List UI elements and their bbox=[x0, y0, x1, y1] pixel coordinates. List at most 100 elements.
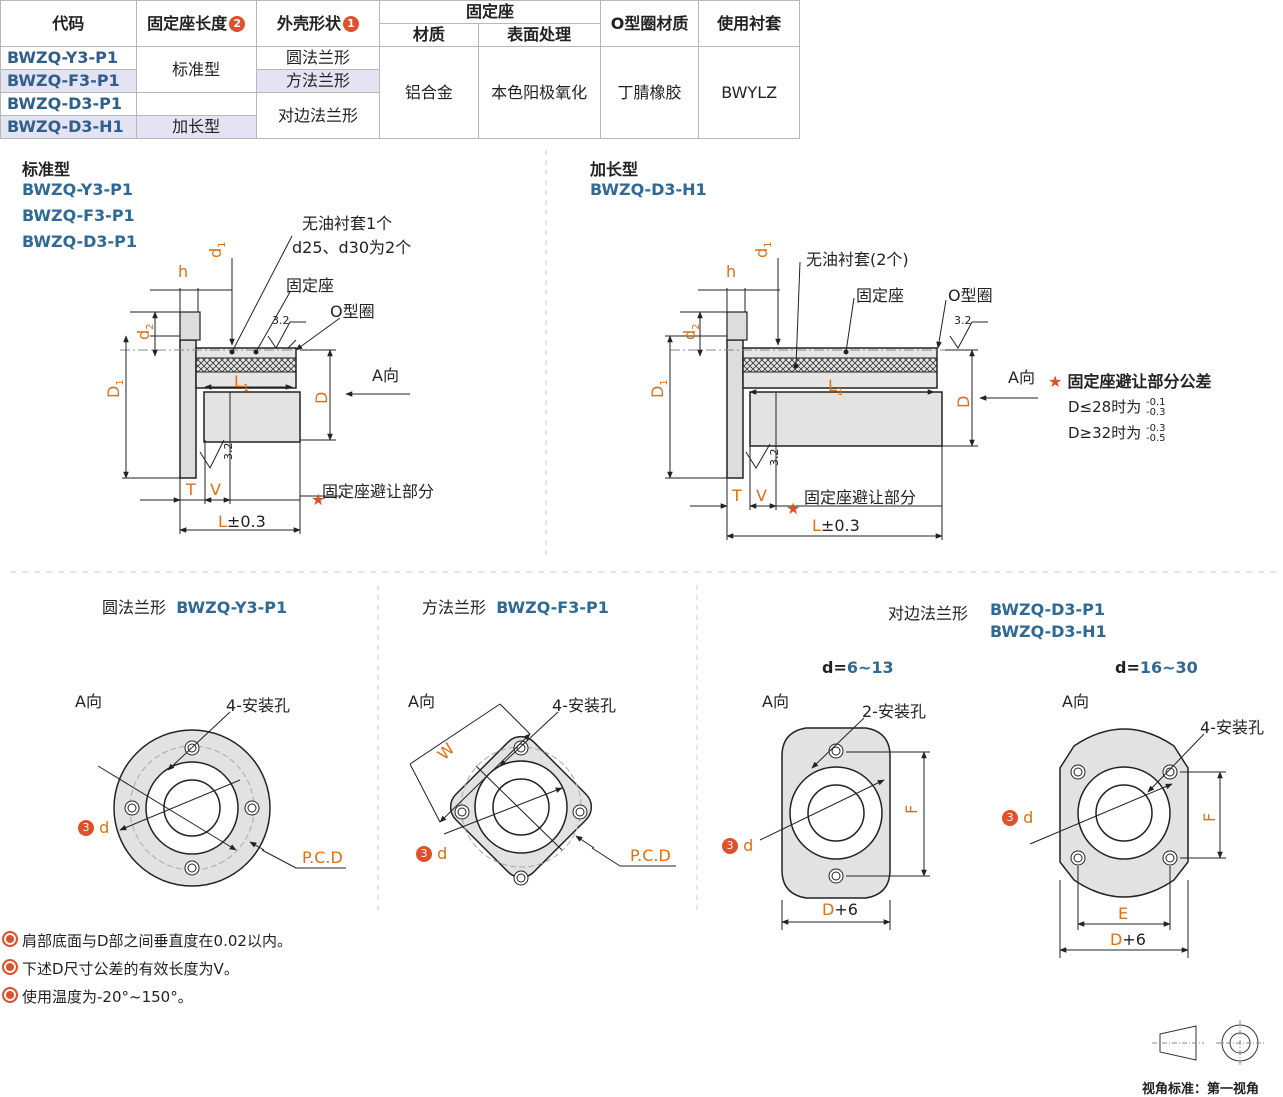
svg-text:★: ★ bbox=[311, 490, 325, 509]
tolerance-row-2: D≥32时为 -0.3-0.5 bbox=[1068, 422, 1166, 444]
round-title: 圆法兰形 BWZQ-Y3-P1 bbox=[102, 598, 288, 617]
shape-pair: 对边法兰形 bbox=[255, 92, 381, 139]
roughness-top: 3.2 bbox=[272, 314, 290, 327]
dim-L1: L1 bbox=[234, 372, 250, 395]
length-long: 加长型 bbox=[135, 115, 257, 139]
long-dim-L1: L1 bbox=[828, 376, 844, 399]
standard-code-3: BWZQ-D3-P1 bbox=[22, 232, 138, 251]
note-3: 使用温度为-20°~150°。 bbox=[2, 986, 193, 1007]
pair-small-dir-a: A向 bbox=[762, 692, 789, 711]
long-callout-bushing: 无油衬套(2个) bbox=[806, 250, 909, 269]
round-d: 3 d bbox=[76, 818, 109, 837]
long-dim-D: D bbox=[954, 395, 973, 408]
th-code: 代码 bbox=[0, 0, 137, 47]
callout-seat: 固定座 bbox=[286, 276, 335, 295]
dim-h: h bbox=[178, 262, 189, 281]
bushing-cell: BWYLZ bbox=[698, 46, 800, 139]
projection-symbol-icon bbox=[1152, 1020, 1264, 1066]
note-1: 肩部底面与D部之间垂直度在0.02以内。 bbox=[2, 930, 292, 951]
round-pcd: P.C.D bbox=[302, 848, 343, 867]
pair-code-1: BWZQ-D3-P1 bbox=[990, 600, 1106, 619]
round-dir-a: A向 bbox=[75, 692, 102, 711]
badge-2: 2 bbox=[229, 15, 246, 32]
relief-label: 固定座避让部分 bbox=[322, 482, 435, 501]
bullet-icon bbox=[2, 931, 18, 947]
code-cell: BWZQ-D3-P1 bbox=[0, 92, 137, 116]
standard-title: 标准型 bbox=[22, 160, 71, 179]
standard-side-view: ★ bbox=[120, 235, 410, 534]
square-d: 3 d bbox=[414, 844, 447, 863]
th-surface: 表面处理 bbox=[477, 23, 601, 47]
long-dim-L: L±0.3 bbox=[812, 516, 860, 535]
callout-bushing-note: d25、d30为2个 bbox=[292, 238, 412, 257]
bullet-icon bbox=[2, 959, 18, 975]
long-roughness-side: 3.2 bbox=[768, 448, 781, 467]
badge-1: 1 bbox=[342, 15, 359, 32]
pair-large-D6: D+6 bbox=[1110, 930, 1146, 949]
bullet-icon bbox=[2, 987, 18, 1003]
pair-title: 对边法兰形 bbox=[888, 604, 969, 623]
pair-flange-large-view bbox=[1029, 728, 1226, 958]
standard-code-2: BWZQ-F3-P1 bbox=[22, 206, 135, 225]
round-holes: 4-安装孔 bbox=[226, 696, 290, 715]
surface-cell: 本色阳极氧化 bbox=[477, 46, 601, 139]
svg-text:★: ★ bbox=[786, 499, 800, 518]
length-standard: 标准型 bbox=[135, 46, 257, 93]
long-callout-oring: O型圈 bbox=[948, 286, 993, 305]
code-cell: BWZQ-F3-P1 bbox=[0, 69, 137, 93]
square-holes: 4-安装孔 bbox=[552, 696, 616, 715]
long-title: 加长型 bbox=[590, 160, 639, 179]
direction-a: A向 bbox=[372, 366, 399, 385]
pair-large-F: F bbox=[1200, 812, 1219, 822]
square-flange-view bbox=[409, 703, 676, 886]
pair-small-F: F bbox=[902, 804, 921, 814]
long-dim-h: h bbox=[726, 262, 737, 281]
dim-L: L±0.3 bbox=[218, 512, 266, 531]
long-callout-seat: 固定座 bbox=[856, 286, 905, 305]
pair-small-d: 3 d bbox=[720, 836, 753, 855]
long-side-view: ★ bbox=[665, 258, 1038, 540]
long-dim-T: T bbox=[732, 486, 742, 505]
round-flange-view bbox=[97, 711, 346, 887]
material-cell: 铝合金 bbox=[379, 46, 479, 139]
dim-d1: d1 bbox=[206, 241, 229, 258]
long-code: BWZQ-D3-H1 bbox=[590, 180, 707, 199]
tolerance-row-1: D≤28时为 -0.1-0.3 bbox=[1068, 396, 1166, 418]
dim-D: D bbox=[312, 391, 331, 404]
roughness-side: 3.2 bbox=[222, 442, 235, 461]
callout-bushing: 无油衬套1个 bbox=[302, 214, 393, 233]
long-roughness-top: 3.2 bbox=[954, 314, 972, 327]
pair-small-holes: 2-安装孔 bbox=[862, 702, 926, 721]
dim-D1: D1 bbox=[104, 379, 127, 398]
long-dim-d1: d1 bbox=[752, 241, 775, 258]
th-material: 材质 bbox=[379, 23, 479, 47]
long-direction-a: A向 bbox=[1008, 368, 1035, 387]
square-pcd: P.C.D bbox=[630, 846, 671, 865]
long-dim-d2: d2 bbox=[680, 323, 703, 340]
code-cell: BWZQ-Y3-P1 bbox=[0, 46, 137, 70]
pair-large-E: E bbox=[1118, 904, 1129, 923]
dim-V: V bbox=[210, 480, 221, 499]
dim-T: T bbox=[186, 480, 196, 499]
standard-code-1: BWZQ-Y3-P1 bbox=[22, 180, 133, 199]
range-large: d=16~30 bbox=[1115, 658, 1198, 677]
dim-d2: d2 bbox=[134, 323, 157, 340]
pair-code-2: BWZQ-D3-H1 bbox=[990, 622, 1107, 641]
pair-large-dir-a: A向 bbox=[1062, 692, 1089, 711]
pair-small-D6: D+6 bbox=[822, 900, 858, 919]
pair-flange-small-view bbox=[759, 717, 930, 930]
callout-oring: O型圈 bbox=[330, 302, 375, 321]
projection-label: 视角标准：第一视角 bbox=[1142, 1082, 1260, 1097]
tolerance-title: ★ 固定座避让部分公差 bbox=[1048, 372, 1212, 391]
star-icon: ★ bbox=[1048, 372, 1063, 391]
square-title: 方法兰形 BWZQ-F3-P1 bbox=[422, 598, 609, 617]
th-oring: O型圈材质 bbox=[599, 0, 700, 47]
pair-large-d: 3 d bbox=[1000, 808, 1033, 827]
pair-large-holes: 4-安装孔 bbox=[1200, 718, 1264, 737]
note-2: 下述D尺寸公差的有效长度为V。 bbox=[2, 958, 239, 979]
range-small: d=6~13 bbox=[822, 658, 894, 677]
long-dim-V: V bbox=[756, 486, 767, 505]
oring-cell: 丁腈橡胶 bbox=[599, 46, 700, 139]
